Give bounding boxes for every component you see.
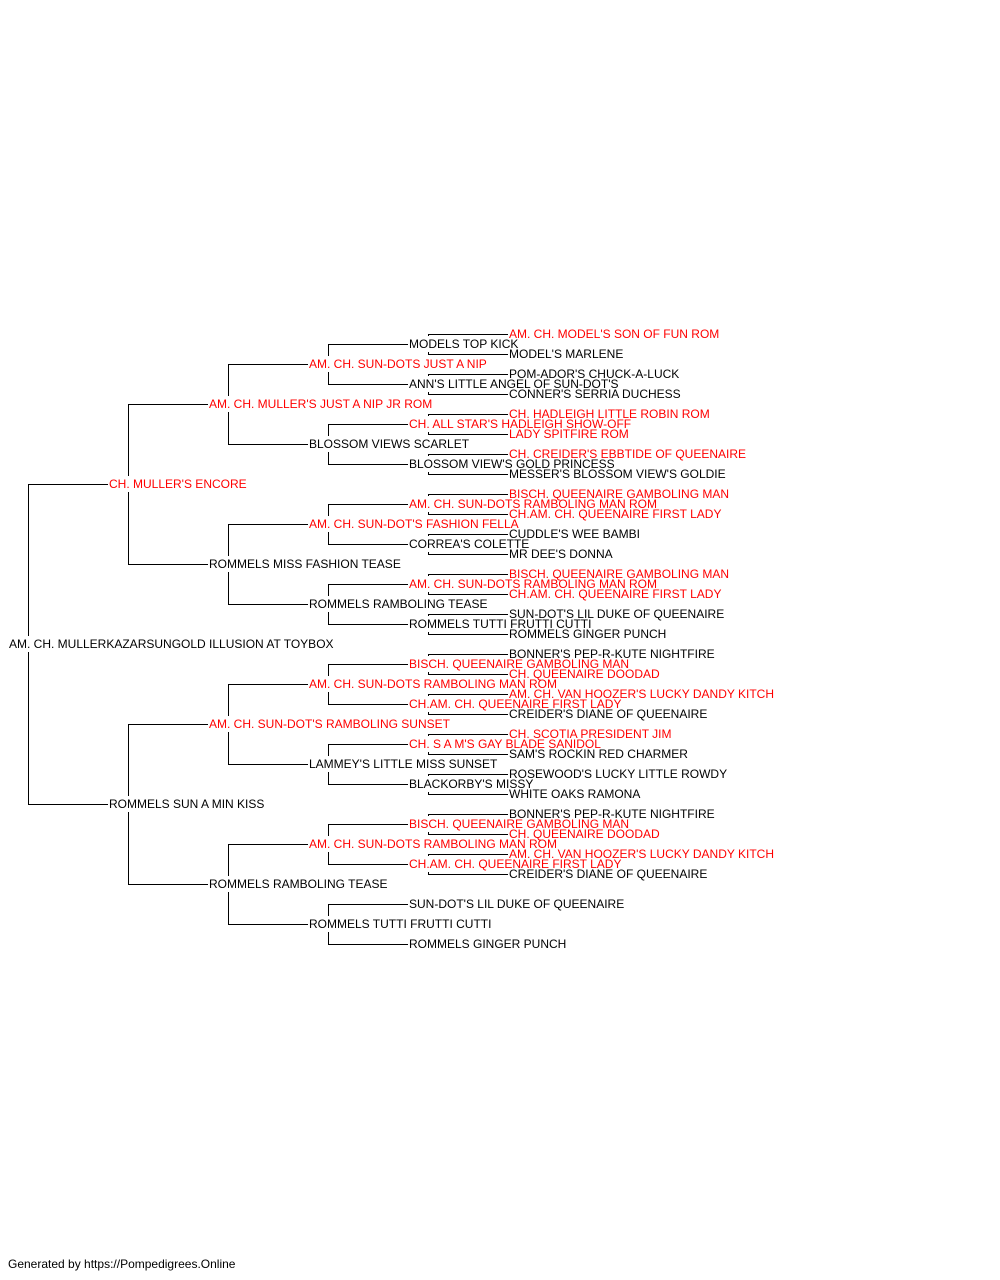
pedigree-dog-name: ROMMELS RAMBOLING TEASE: [209, 877, 388, 891]
pedigree-dog-name: POM-ADOR'S CHUCK-A-LUCK: [509, 367, 680, 381]
pedigree-dog-name: AM. CH. VAN HOOZER'S LUCKY DANDY KITCH: [509, 847, 775, 861]
pedigree-dog-name: CH. CREIDER'S EBBTIDE OF QUEENAIRE: [509, 447, 746, 461]
pedigree-dog-name: BISCH. QUEENAIRE GAMBOLING MAN: [509, 487, 730, 501]
pedigree-dog-name: BISCH. QUEENAIRE GAMBOLING MAN: [509, 567, 730, 581]
pedigree-dog-name: BLOSSOM VIEW'S GOLD PRINCESS: [409, 457, 615, 471]
pedigree-dog-name: BISCH. QUEENAIRE GAMBOLING MAN: [409, 817, 630, 831]
pedigree-dog-name: MESSER'S BLOSSOM VIEW'S GOLDIE: [509, 467, 726, 481]
pedigree-dog-name: CORREA'S COLETTE: [409, 537, 530, 551]
pedigree-dog-name: BLACKORBY'S MISSY: [409, 777, 534, 791]
pedigree-dog-name: CH. S A M'S GAY BLADE SANIDOL: [409, 737, 601, 751]
pedigree-dog-name: ROMMELS RAMBOLING TEASE: [309, 597, 488, 611]
pedigree-dog-name: ROMMELS TUTTI FRUTTI CUTTI: [409, 617, 592, 631]
pedigree-dog-name: BISCH. QUEENAIRE GAMBOLING MAN: [409, 657, 630, 671]
pedigree-dog-name: CH. HADLEIGH LITTLE ROBIN ROM: [509, 407, 710, 421]
pedigree-dog-name: AM. CH. MULLER'S JUST A NIP JR ROM: [209, 397, 433, 411]
pedigree-dog-name: ANN'S LITTLE ANGEL OF SUN-DOT'S: [409, 377, 619, 391]
pedigree-dog-name: AM. CH. SUN-DOTS RAMBOLING MAN ROM: [309, 837, 558, 851]
pedigree-dog-name: LADY SPITFIRE ROM: [509, 427, 629, 441]
pedigree-dog-name: BONNER'S PEP-R-KUTE NIGHTFIRE: [509, 807, 715, 821]
pedigree-dog-name: CH.AM. CH. QUEENAIRE FIRST LADY: [509, 507, 722, 521]
pedigree-dog-name: AM. CH. SUN-DOTS RAMBOLING MAN ROM: [309, 677, 558, 691]
pedigree-dog-name: ROMMELS MISS FASHION TEASE: [209, 557, 401, 571]
generated-by-footer: Generated by https://Pompedigrees.Online: [8, 1257, 236, 1271]
pedigree-dog-name: AM. CH. SUN-DOT'S FASHION FELLA: [309, 517, 519, 531]
pedigree-dog-name: CH. ALL STAR'S HADLEIGH SHOW-OFF: [409, 417, 632, 431]
pedigree-dog-name: CH. MULLER'S ENCORE: [109, 477, 247, 491]
pedigree-dog-name: ROMMELS TUTTI FRUTTI CUTTI: [309, 917, 492, 931]
pedigree-dog-name: CH. SCOTIA PRESIDENT JIM: [509, 727, 672, 741]
pedigree-dog-name: BONNER'S PEP-R-KUTE NIGHTFIRE: [509, 647, 715, 661]
pedigree-dog-name: AM. CH. SUN-DOTS RAMBOLING MAN ROM: [409, 577, 658, 591]
pedigree-dog-name: CH.AM. CH. QUEENAIRE FIRST LADY: [509, 587, 722, 601]
pedigree-dog-name: SUN-DOT'S LIL DUKE OF QUEENAIRE: [409, 897, 625, 911]
pedigree-dog-name: AM. CH. MULLERKAZARSUNGOLD ILLUSION AT T…: [9, 637, 334, 651]
pedigree-dog-name: MODELS TOP KICK: [409, 337, 519, 351]
pedigree-dog-name: AM. CH. SUN-DOT'S RAMBOLING SUNSET: [209, 717, 450, 731]
pedigree-dog-name: SUN-DOT'S LIL DUKE OF QUEENAIRE: [509, 607, 725, 621]
pedigree-dog-name: ROMMELS GINGER PUNCH: [509, 627, 667, 641]
pedigree-dog-name: CH.AM. CH. QUEENAIRE FIRST LADY: [409, 857, 622, 871]
pedigree-dog-name: CH. QUEENAIRE DOODAD: [509, 667, 660, 681]
pedigree-dog-name: LAMMEY'S LITTLE MISS SUNSET: [309, 757, 498, 771]
pedigree-dog-name: CONNER'S SERRIA DUCHESS: [509, 387, 681, 401]
pedigree-dog-name: CREIDER'S DIANE OF QUEENAIRE: [509, 867, 708, 881]
pedigree-dog-name: ROSEWOOD'S LUCKY LITTLE ROWDY: [509, 767, 728, 781]
pedigree-dog-name: ROMMELS GINGER PUNCH: [409, 937, 567, 951]
pedigree-dog-name: AM. CH. SUN-DOTS RAMBOLING MAN ROM: [409, 497, 658, 511]
pedigree-dog-name: CH.AM. CH. QUEENAIRE FIRST LADY: [409, 697, 622, 711]
pedigree-dog-name: ROMMELS SUN A MIN KISS: [109, 797, 265, 811]
pedigree-dog-name: SAM'S ROCKIN RED CHARMER: [509, 747, 688, 761]
pedigree-dog-name: WHITE OAKS RAMONA: [509, 787, 641, 801]
pedigree-dog-name: CUDDLE'S WEE BAMBI: [509, 527, 640, 541]
pedigree-dog-name: AM. CH. VAN HOOZER'S LUCKY DANDY KITCH: [509, 687, 775, 701]
pedigree-dog-name: CREIDER'S DIANE OF QUEENAIRE: [509, 707, 708, 721]
pedigree-dog-name: MODEL'S MARLENE: [509, 347, 624, 361]
pedigree-dog-name: AM. CH. SUN-DOTS JUST A NIP: [309, 357, 487, 371]
pedigree-dog-name: CH. QUEENAIRE DOODAD: [509, 827, 660, 841]
pedigree-dog-name: MR DEE'S DONNA: [509, 547, 613, 561]
pedigree-dog-name: BLOSSOM VIEWS SCARLET: [309, 437, 470, 451]
pedigree-dog-name: AM. CH. MODEL'S SON OF FUN ROM: [509, 327, 720, 341]
